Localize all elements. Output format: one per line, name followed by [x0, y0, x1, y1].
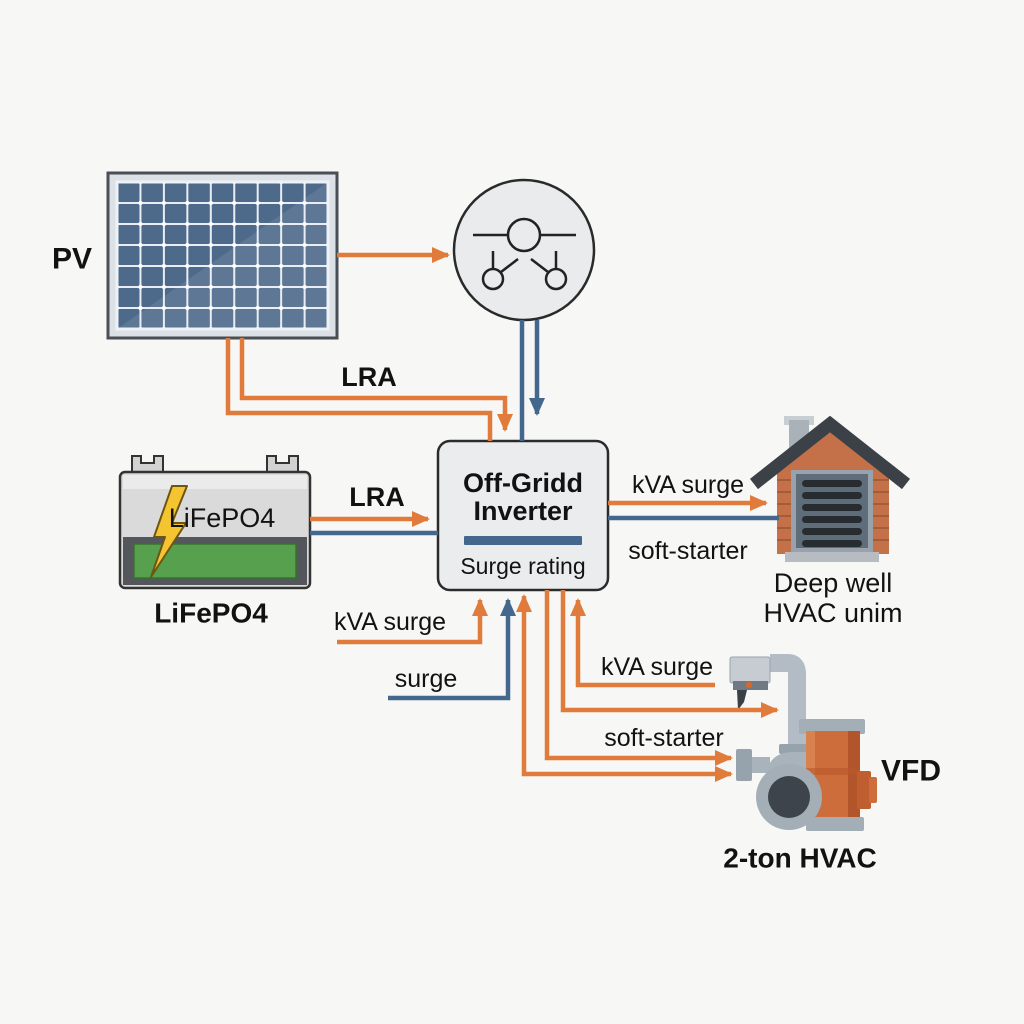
edge-label-lra-battery: LRA [349, 481, 405, 512]
battery-caption: LiFePO4 [154, 597, 268, 629]
edge-pv-to-inverter-outer [239, 338, 513, 432]
edge-label-kva-surge-house: kVA surge [631, 470, 745, 499]
well-house-icon [749, 415, 911, 562]
edge-kva-surge-bottom-left [337, 598, 488, 645]
solar-panel-icon [106, 171, 339, 340]
edge-pv-to-inverter-inner [225, 338, 493, 441]
garage-door [791, 470, 873, 552]
edge-label-lra-top: LRA [341, 361, 397, 392]
inverter-title-line2: Inverter [473, 495, 573, 526]
lightning-bolt-icon [150, 485, 188, 578]
house-caption-line2: HVAC unim [763, 597, 903, 628]
inverter-title-line1: Off-Gridd [463, 467, 583, 498]
edge-label-kva-surge-left: kVA surge [333, 607, 447, 636]
connector-lines [225, 247, 779, 782]
pressure-switch-icon [729, 656, 771, 710]
pv-label: PV [51, 242, 93, 276]
pump-motor-icon [729, 654, 877, 831]
battery-panel-text: LiFePO4 [168, 502, 276, 533]
inverter-subtitle: Surge rating [460, 552, 586, 579]
edge-label-kva-surge-right: kVA surge [600, 652, 714, 681]
transfer-switch-icon [452, 178, 596, 322]
inverter-box [436, 439, 610, 592]
edge-surge-bottom [388, 598, 516, 701]
edge-inverter-to-pump-lower [516, 594, 733, 782]
inverter-divider-bar [464, 536, 582, 545]
pump-caption: 2-ton HVAC [723, 842, 877, 874]
battery-icon [118, 455, 312, 590]
vfd-label: VFD [881, 754, 941, 788]
edge-label-surge: surge [394, 664, 458, 693]
edge-label-soft-starter-house: soft-starter [628, 536, 748, 565]
house-caption-line1: Deep well [773, 567, 893, 598]
edge-label-soft-starter-pump: soft-starter [604, 723, 724, 752]
